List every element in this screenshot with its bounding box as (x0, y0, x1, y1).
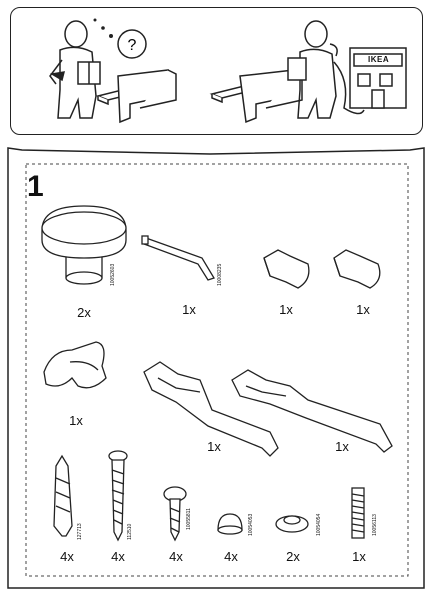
allen-key-icon (141, 235, 215, 281)
partno-short-screw: 10055811 (186, 508, 192, 530)
phone-person-icon (287, 20, 365, 119)
rubber-stop-right-icon (333, 249, 381, 289)
qty-wall-plug: 4x (60, 549, 74, 564)
qty-clip: 1x (69, 413, 83, 428)
washer-nut-icon (275, 515, 309, 533)
partno-allen-key: 10008235 (217, 263, 223, 286)
partno-threaded-rod: 10056113 (372, 514, 378, 536)
step-number: 1 (27, 170, 44, 203)
threaded-rod-icon (351, 487, 365, 539)
partno-knob: 10052603 (110, 263, 116, 286)
rubber-stop-left-icon (263, 249, 310, 289)
question-mark: ? (128, 37, 137, 54)
partno-wall-plug: 127713 (77, 523, 83, 540)
qty-wood-screw: 4x (111, 549, 125, 564)
partno-cap: 10054053 (248, 513, 254, 536)
qty-drawer-runner-left: 1x (207, 439, 221, 454)
short-screw-icon (163, 486, 187, 542)
confused-person-icon (49, 20, 101, 119)
question-bubble (117, 29, 147, 59)
cap-icon (217, 513, 243, 535)
wall-plug-icon (53, 454, 73, 537)
drawer-runner-right-icon (231, 369, 393, 453)
qty-drawer-runner-right: 1x (335, 439, 349, 454)
drawer-runner-left-icon (143, 361, 279, 457)
help-illustration: ? (49, 18, 407, 124)
qty-rubber-stop-left: 1x (279, 302, 293, 317)
qty-knob: 2x (77, 305, 91, 320)
wood-screw-icon (108, 450, 128, 542)
qty-threaded-rod: 1x (352, 549, 366, 564)
partno-wood-screw: 112510 (127, 523, 133, 540)
store-icon (349, 47, 407, 109)
qty-rubber-stop-right: 1x (356, 302, 370, 317)
partno-washer-nut: 10054054 (316, 513, 322, 536)
clip-icon (43, 341, 107, 389)
ikea-logo-text: IKEA (368, 55, 390, 64)
qty-washer-nut: 2x (286, 549, 300, 564)
qty-cap: 4x (224, 549, 238, 564)
qty-short-screw: 4x (169, 549, 183, 564)
knob-icon (41, 205, 127, 285)
qty-allen-key: 1x (182, 302, 196, 317)
